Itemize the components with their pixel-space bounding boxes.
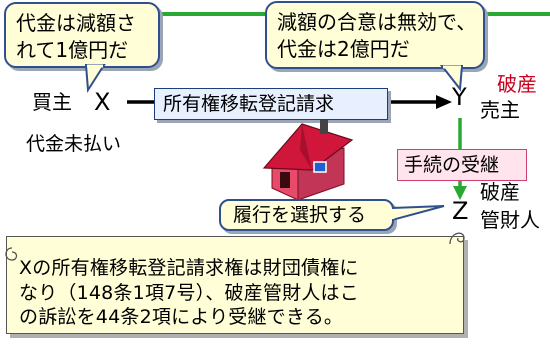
buyer-claim-line2: れて1億円だ [16, 38, 129, 62]
note-line2: なり（148条1項7号）、破産管財人はこ [19, 281, 359, 304]
succession-label: 手続の受継 [404, 154, 500, 176]
note-line3: の訴訟を44条2項により受継できる。 [19, 306, 344, 328]
seller-letter: Y [452, 83, 467, 111]
performance-bubble-tail [392, 205, 445, 222]
seller-claim-bubble: 減額の合意は無効で、 代金は2億円だ [265, 1, 485, 69]
buyer-claim-bubble: 代金は減額さ れて1億円だ [4, 2, 160, 68]
scroll-curl-left [5, 247, 18, 261]
trustee-role-line2: 管財人 [480, 208, 540, 232]
seller-claim-line2: 代金は2億円だ [277, 37, 410, 61]
claim-box: 所有権移転登記請求 [154, 88, 388, 120]
buyer-role: 買主 [32, 90, 72, 114]
seller-bubble-tail [440, 65, 464, 92]
buyer-claim-line1: 代金は減額さ [16, 11, 136, 35]
seller-claim-line1: 減額の合意は無効で、 [277, 10, 477, 34]
trustee-letter: Z [452, 197, 469, 225]
performance-label: 履行を選択する [233, 204, 367, 226]
succession-box: 手続の受継 [397, 149, 527, 181]
buyer-bubble-tail [84, 64, 106, 94]
note-line1: Xの所有権移転登記請求権は財団債権に [19, 257, 359, 279]
unpaid-label: 代金未払い [26, 133, 122, 155]
performance-box: 履行を選択する [219, 199, 394, 231]
buyer-letter: X [94, 88, 111, 116]
scroll-curl-right [449, 232, 465, 245]
explanation-note-body: Xの所有権移転登記請求権は財団債権に なり（148条1項7号）、破産管財人はこ … [6, 236, 464, 334]
succession-arrow-head [453, 186, 467, 200]
house-icon [262, 120, 354, 201]
seller-role: 売主 [480, 98, 520, 122]
trustee-role-line1: 破産 [480, 180, 520, 204]
claim-label: 所有権移転登記請求 [163, 93, 335, 115]
seller-bankrupt-status: 破産 [497, 72, 537, 96]
claim-arrow-head [436, 95, 452, 109]
explanation-note: Xの所有権移転登記請求権は財団債権に なり（148条1項7号）、破産管財人はこ … [5, 232, 470, 339]
